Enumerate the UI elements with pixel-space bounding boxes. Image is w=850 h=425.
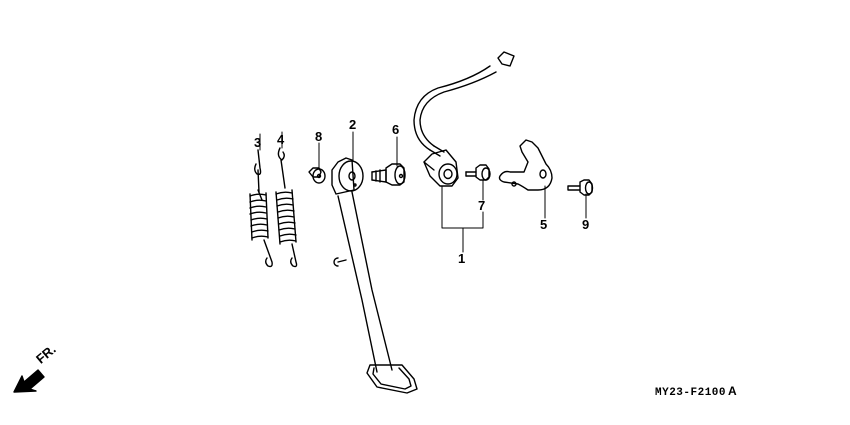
callout-4: 4 <box>277 132 285 147</box>
leader-lines <box>259 131 587 253</box>
side-stand-switch-icon <box>413 51 515 187</box>
callout-9: 9 <box>582 217 590 232</box>
spring-3-icon <box>249 149 273 268</box>
callout-7: 7 <box>478 198 486 213</box>
callout-5: 5 <box>540 217 548 232</box>
drawing-code-text: MY23-F2100 <box>655 387 727 399</box>
callout-3: 3 <box>254 135 262 150</box>
side-stand-icon <box>331 157 418 394</box>
callout-1: 1 <box>458 251 466 266</box>
spring-4-icon <box>275 147 298 268</box>
revision-letter: A <box>728 384 738 398</box>
bolt-7-icon <box>465 164 491 181</box>
callout-8: 8 <box>315 129 323 144</box>
nut-8-icon <box>308 167 326 184</box>
front-direction-arrow-icon <box>13 369 45 393</box>
callout-6: 6 <box>392 122 400 137</box>
callout-2: 2 <box>349 117 357 132</box>
pivot-bolt-6-icon <box>371 163 406 186</box>
bracket-5-icon <box>498 139 553 191</box>
bolt-9-icon <box>567 179 594 196</box>
